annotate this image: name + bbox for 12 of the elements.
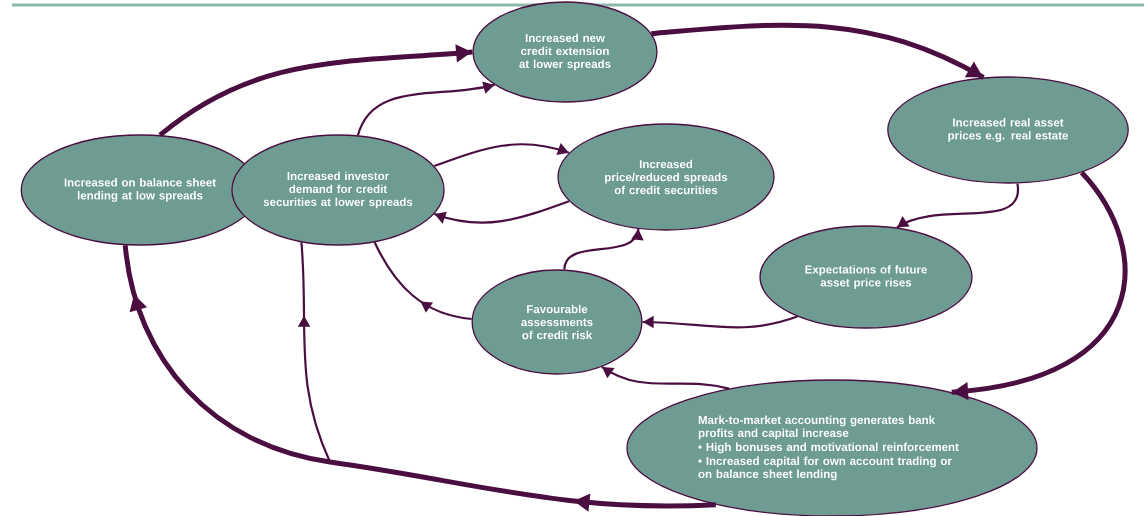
arrow — [433, 200, 570, 224]
arrow — [158, 44, 473, 138]
arrow — [896, 183, 1019, 229]
arrow — [433, 143, 570, 168]
arrow — [356, 81, 495, 136]
arrow — [651, 22, 985, 80]
arrow — [122, 244, 716, 512]
arrow — [951, 170, 1128, 401]
arrow — [373, 241, 472, 321]
arrow — [297, 242, 716, 507]
arrow — [642, 315, 798, 329]
arrow — [601, 365, 730, 390]
